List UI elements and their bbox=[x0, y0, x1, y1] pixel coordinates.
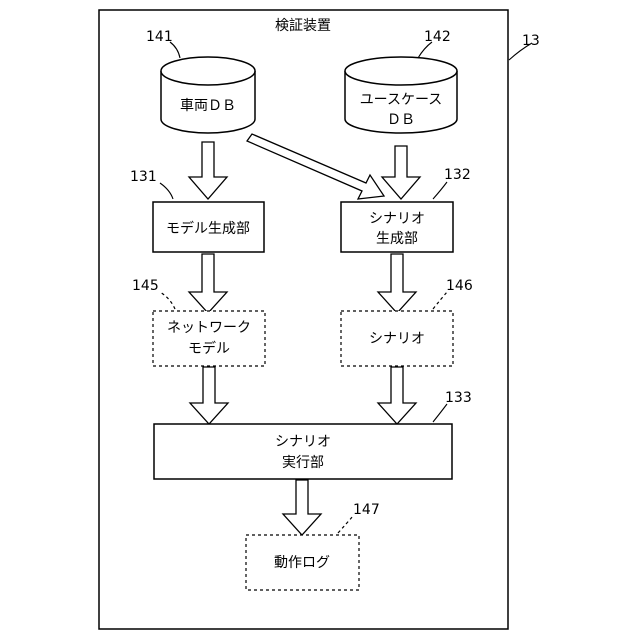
arrow-usecase-db-to-scenario-generator bbox=[382, 146, 420, 199]
scenario-label: シナリオ bbox=[369, 331, 425, 347]
arrow-vehicle-db-to-model-generator bbox=[189, 142, 227, 199]
arrow-scenario-generator-to-scenario bbox=[378, 254, 416, 313]
leader-line-145 bbox=[160, 292, 175, 309]
usecase-db: ユースケース ＤＢ bbox=[345, 57, 457, 133]
network-model-label-line2: モデル bbox=[188, 340, 230, 357]
arrow-vehicle-db-to-scenario-generator bbox=[247, 134, 384, 199]
leader-line-147 bbox=[338, 516, 353, 533]
ref-13: 13 bbox=[522, 33, 540, 49]
ref-132: 132 bbox=[444, 167, 471, 183]
leader-line-146 bbox=[433, 292, 447, 309]
leader-line-131 bbox=[160, 183, 173, 199]
scenario-executor-label-line2: 実行部 bbox=[282, 455, 324, 471]
operation-log-label: 動作ログ bbox=[274, 555, 330, 571]
usecase-db-label-line1: ユースケース bbox=[360, 92, 443, 108]
ref-147: 147 bbox=[353, 502, 380, 518]
vehicle-db-label: 車両ＤＢ bbox=[180, 97, 236, 114]
arrow-scenario-to-executor bbox=[378, 367, 416, 424]
leader-line-133 bbox=[433, 404, 447, 422]
leader-line-132 bbox=[433, 182, 447, 199]
ref-131: 131 bbox=[130, 169, 157, 185]
ref-142: 142 bbox=[424, 29, 451, 45]
ref-133: 133 bbox=[445, 390, 472, 406]
scenario-generator-label-line2: 生成部 bbox=[376, 231, 418, 247]
usecase-db-label-line2: ＤＢ bbox=[387, 112, 415, 128]
ref-146: 146 bbox=[446, 278, 473, 294]
arrow-network-model-to-executor bbox=[190, 367, 228, 424]
arrow-model-generator-to-network-model bbox=[189, 254, 227, 313]
device-title: 検証装置 bbox=[275, 18, 331, 34]
arrow-executor-to-operation-log bbox=[283, 480, 321, 535]
scenario-executor-label-line1: シナリオ bbox=[275, 434, 331, 450]
scenario-generator-label-line1: シナリオ bbox=[369, 211, 425, 227]
ref-145: 145 bbox=[132, 278, 159, 294]
model-generator-label: モデル生成部 bbox=[166, 220, 250, 237]
vehicle-db: 車両ＤＢ bbox=[161, 57, 255, 133]
ref-141: 141 bbox=[146, 29, 173, 45]
network-model-label-line1: ネットワーク bbox=[167, 320, 251, 336]
